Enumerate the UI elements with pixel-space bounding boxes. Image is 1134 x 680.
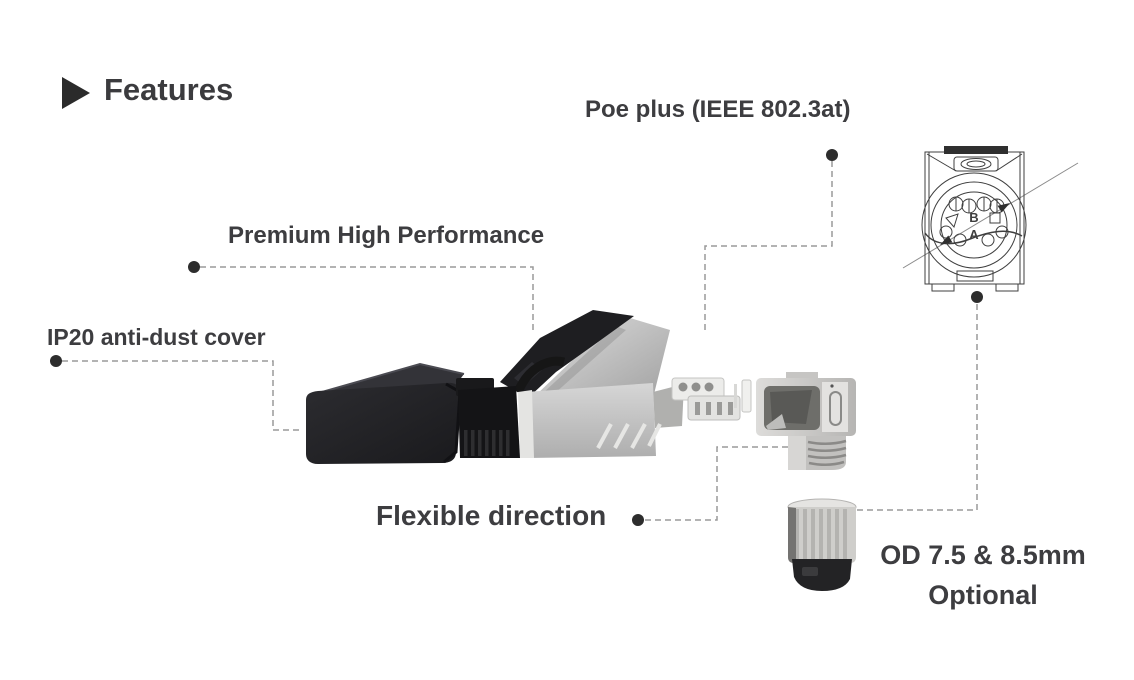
premium-feature-label: Premium High Performance xyxy=(228,222,545,249)
poe-callout-line xyxy=(704,161,833,333)
connector-vent-slashes xyxy=(596,423,662,449)
diagram-triangle-mark xyxy=(945,213,959,228)
cable-gland-illustration xyxy=(787,498,857,591)
flexible-callout-dot xyxy=(632,514,644,526)
gland-black-cap xyxy=(792,559,852,591)
poe-feature-label: Poe plus (IEEE 802.3at) xyxy=(585,96,851,123)
diagram-outer-ring xyxy=(921,172,1027,278)
diagram-wave-line xyxy=(924,230,1023,245)
rj45-connector-illustration xyxy=(456,310,684,458)
ip20-callout-line xyxy=(62,360,299,431)
ip20-feature-label: IP20 anti-dust cover xyxy=(47,324,266,350)
diagram-latch xyxy=(953,156,999,172)
dust-cover-body xyxy=(306,382,460,464)
diagram-top-strip xyxy=(944,146,1008,154)
connector-rear-diagram: B A xyxy=(902,146,1079,292)
angled-housing-illustration xyxy=(756,372,856,470)
od-feature-line2: Optional xyxy=(928,580,1038,610)
connector-upper-arm xyxy=(536,315,670,398)
dust-cover-illustration xyxy=(306,362,465,464)
load-bar-illustration xyxy=(671,377,752,421)
connector-cable xyxy=(513,356,566,394)
features-triangle-icon xyxy=(62,77,90,109)
premium-callout-dot xyxy=(188,261,200,273)
diagram-arrowhead-upper xyxy=(997,203,1010,213)
page-title: Features xyxy=(104,72,234,107)
connector-metal-body xyxy=(526,383,656,458)
od-feature-line1: OD 7.5 & 8.5mm xyxy=(880,540,1086,570)
diagram-letter-b: B xyxy=(969,210,978,225)
diagram-square-mark xyxy=(989,212,1001,224)
connector-plug-teeth xyxy=(464,430,510,456)
diagram-inner-opening xyxy=(940,191,1008,259)
diagram-arrowhead-lower xyxy=(940,235,953,245)
flexible-feature-label: Flexible direction xyxy=(376,500,607,531)
od-feature-label: OD 7.5 & 8.5mm Optional xyxy=(858,535,1108,615)
poe-callout-dot xyxy=(826,149,838,161)
ip20-callout-dot xyxy=(50,355,62,367)
diagram-letter-a: A xyxy=(969,227,979,242)
